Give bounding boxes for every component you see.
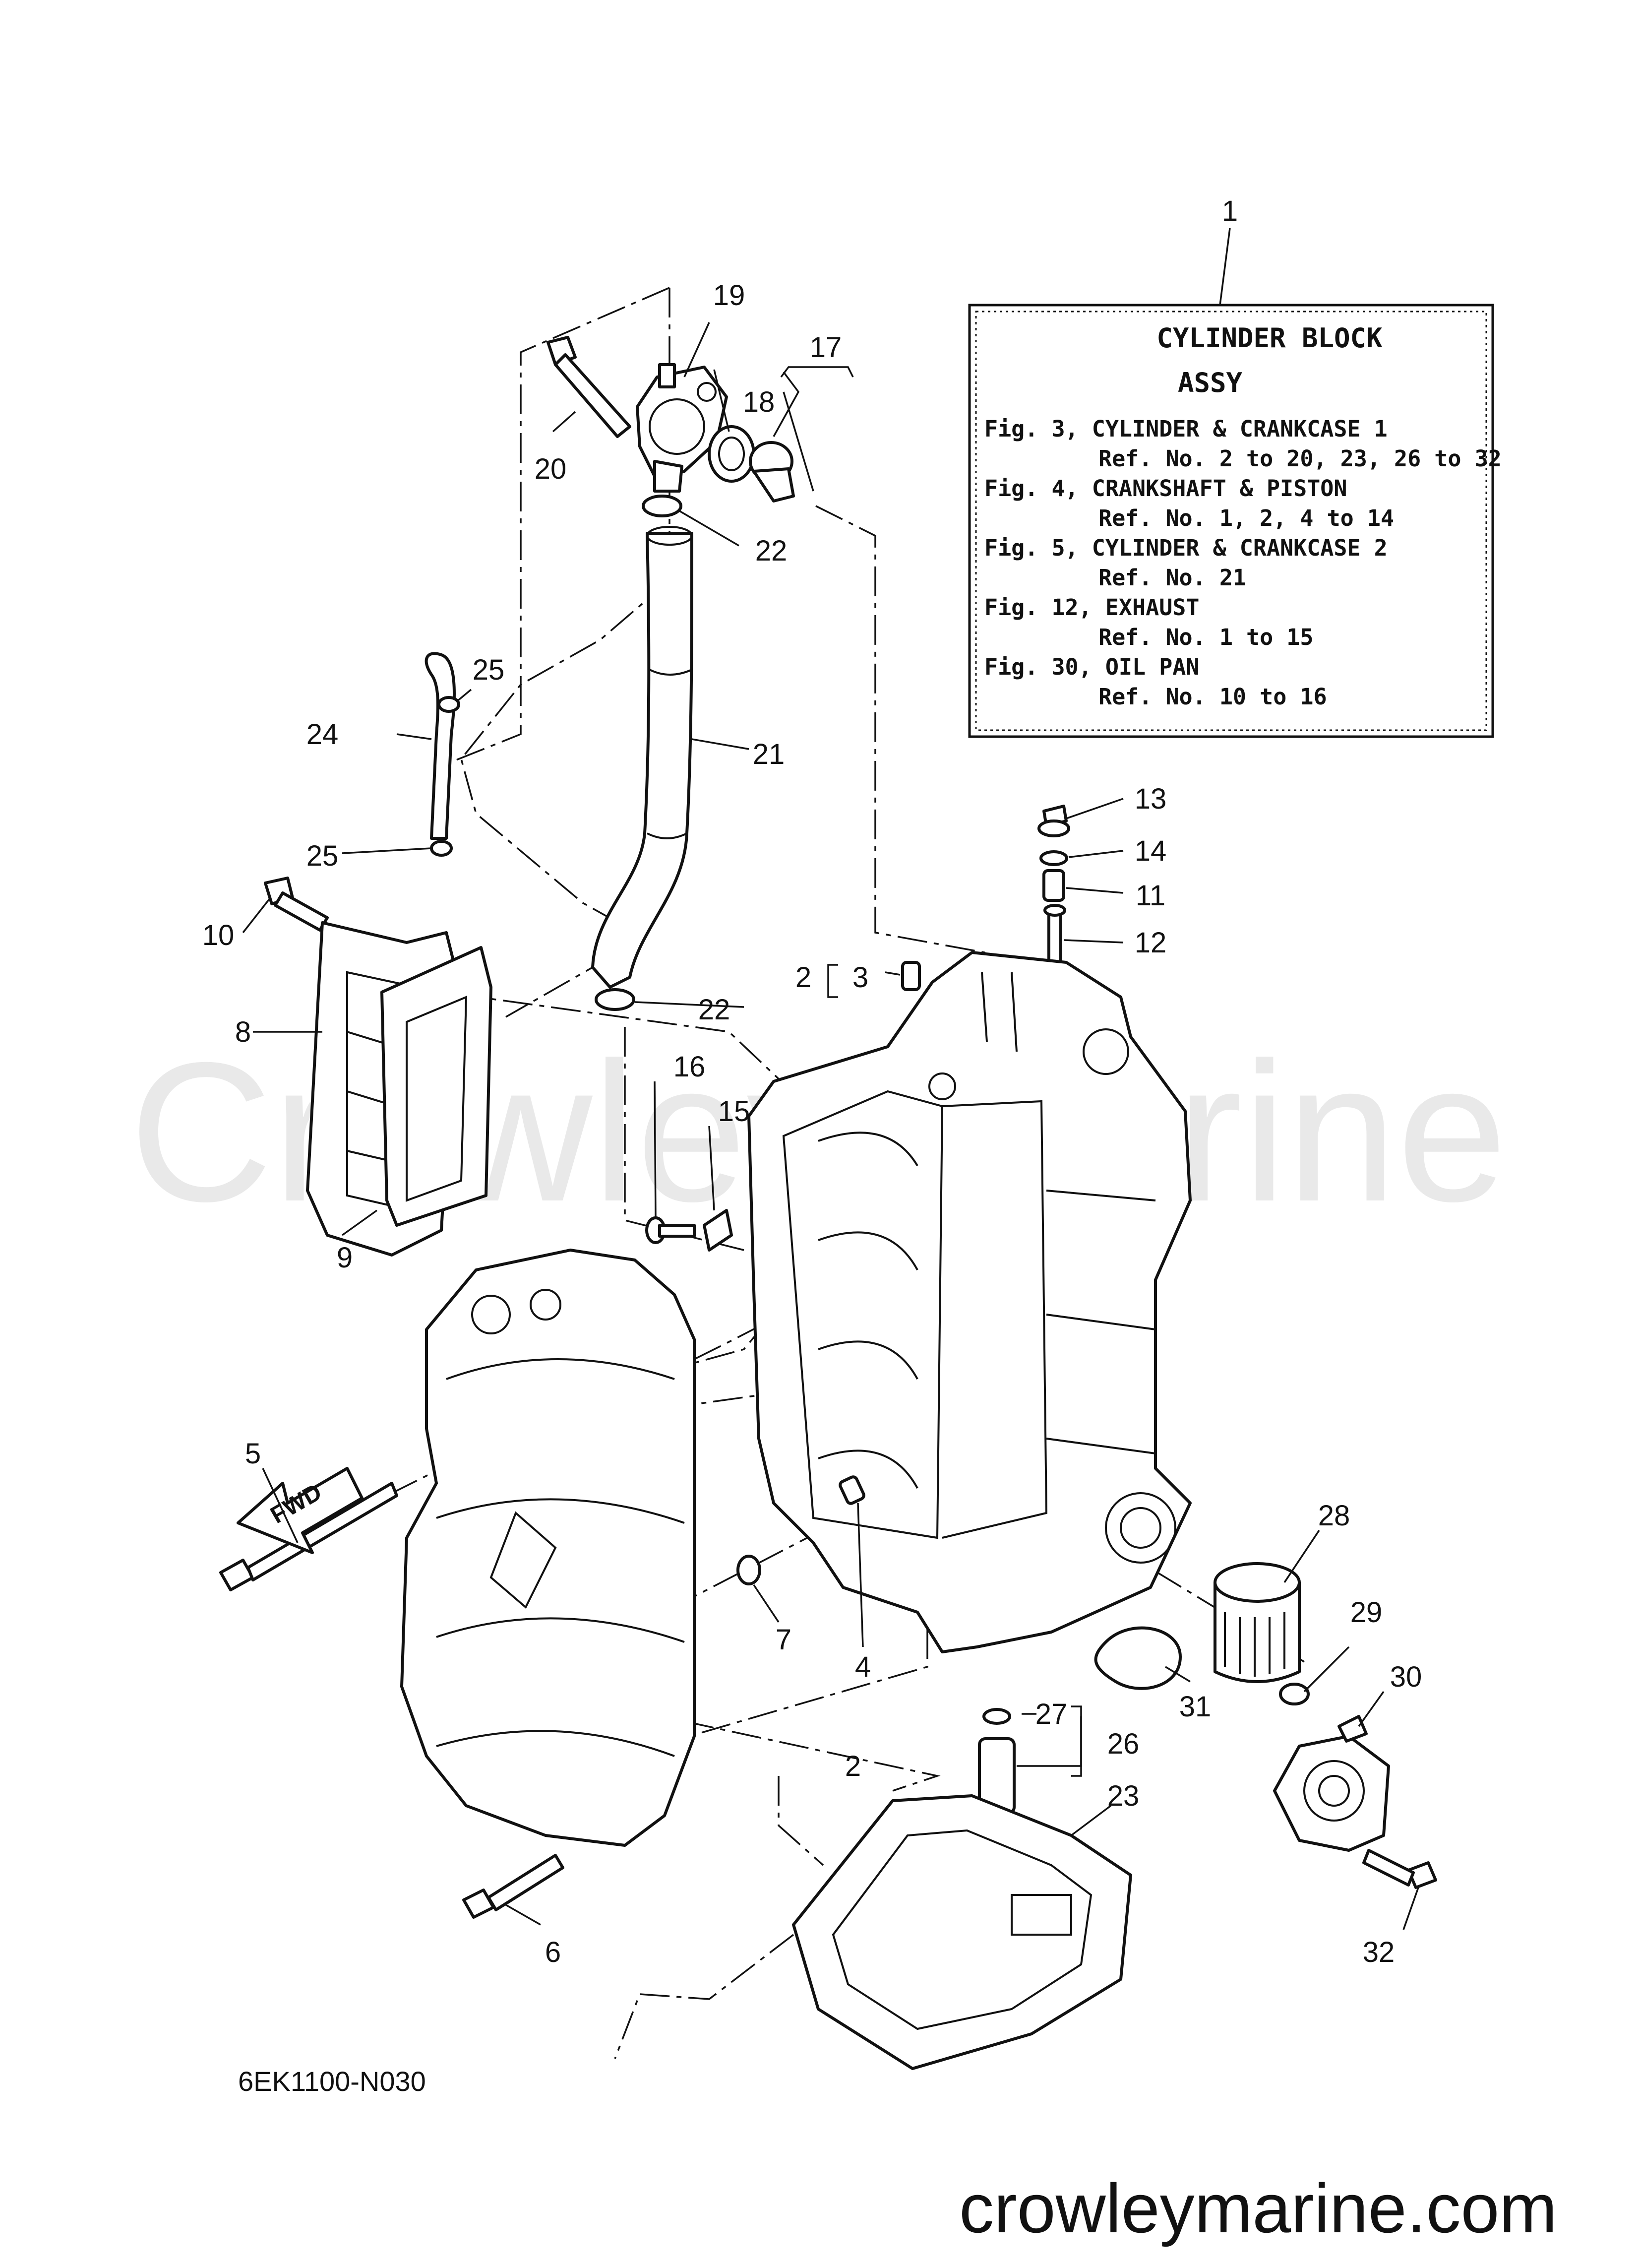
callout-1: 1 bbox=[1222, 195, 1238, 227]
clamp-22-top bbox=[642, 495, 682, 517]
legend-subtitle: ASSY bbox=[1178, 367, 1243, 398]
callout-9: 9 bbox=[337, 1242, 353, 1274]
oil-pan-gasket-23 bbox=[792, 1794, 1132, 2070]
o-ring-7 bbox=[736, 1555, 761, 1585]
legend-line-9: Fig. 30, OIL PAN bbox=[984, 654, 1199, 680]
crankcase bbox=[400, 1249, 696, 1847]
gasket-31 bbox=[1094, 1626, 1182, 1690]
plug-13 bbox=[1037, 805, 1070, 837]
callout-7: 7 bbox=[776, 1624, 791, 1656]
callout-16: 16 bbox=[673, 1051, 706, 1083]
bolt-20 bbox=[547, 336, 631, 438]
legend-line-7: Fig. 12, EXHAUST bbox=[984, 594, 1199, 621]
callout-19: 19 bbox=[713, 279, 745, 312]
thermostat-17 bbox=[749, 441, 795, 503]
callout-13: 13 bbox=[1135, 783, 1167, 815]
callouts: 1 19 17 18 20 22 25 24 21 25 10 8 9 13 1… bbox=[202, 195, 1422, 1968]
bolt-12 bbox=[1043, 904, 1066, 969]
dowel-4 bbox=[839, 1475, 865, 1505]
callout-30: 30 bbox=[1390, 1661, 1422, 1693]
callout-23: 23 bbox=[1107, 1780, 1140, 1812]
callout-2-bottom: 2 bbox=[845, 1750, 861, 1782]
screw-16 bbox=[645, 1216, 696, 1244]
callout-10: 10 bbox=[202, 919, 235, 951]
callout-25-bottom: 25 bbox=[306, 840, 339, 872]
bolt-32 bbox=[1362, 1849, 1437, 1889]
callout-14: 14 bbox=[1135, 835, 1167, 867]
callout-11: 11 bbox=[1136, 880, 1165, 912]
drawing-code: 6EK1100-N030 bbox=[238, 2066, 426, 2097]
bracket-26 bbox=[1071, 1705, 1082, 1777]
site-text: crowleymarine.com bbox=[959, 2169, 1557, 2247]
callout-6: 6 bbox=[545, 1936, 561, 1968]
filter-housing-30 bbox=[1273, 1715, 1390, 1852]
hose-24 bbox=[425, 652, 456, 840]
callout-12: 12 bbox=[1135, 927, 1167, 959]
callout-22-top: 22 bbox=[755, 535, 788, 567]
o-ring-27 bbox=[982, 1708, 1011, 1725]
callout-15: 15 bbox=[718, 1095, 750, 1128]
exhaust-gasket-9 bbox=[380, 946, 492, 1227]
union-29 bbox=[1279, 1683, 1310, 1705]
gasket-18 bbox=[708, 425, 755, 483]
callout-21: 21 bbox=[753, 738, 785, 770]
callout-31: 31 bbox=[1179, 1691, 1212, 1723]
callout-4: 4 bbox=[855, 1651, 871, 1683]
callout-26: 26 bbox=[1107, 1728, 1140, 1760]
legend-line-4: Ref. No. 1, 2, 4 to 14 bbox=[1098, 505, 1394, 531]
clip-25-bottom bbox=[430, 840, 453, 857]
anode-15 bbox=[703, 1209, 733, 1252]
callout-8: 8 bbox=[235, 1016, 251, 1048]
legend-title: CYLINDER BLOCK bbox=[1156, 322, 1383, 354]
fwd-arrow: FWD bbox=[237, 1467, 364, 1554]
callout-17: 17 bbox=[810, 331, 842, 364]
callout-22-bottom: 22 bbox=[698, 994, 730, 1026]
legend-line-2: Ref. No. 2 to 20, 23, 26 to 32 bbox=[1098, 445, 1502, 472]
legend-line-6: Ref. No. 21 bbox=[1098, 565, 1246, 591]
legend-box: CYLINDER BLOCK ASSY Fig. 3, CYLINDER & C… bbox=[968, 304, 1502, 738]
callout-3: 3 bbox=[852, 961, 868, 994]
callout-32: 32 bbox=[1363, 1936, 1395, 1968]
hose-21 bbox=[591, 532, 693, 989]
bracket-2 bbox=[827, 964, 838, 998]
clip-25-top bbox=[437, 696, 460, 713]
dowel-3 bbox=[901, 961, 921, 991]
legend-line-10: Ref. No. 10 to 16 bbox=[1098, 684, 1327, 710]
callout-29: 29 bbox=[1350, 1596, 1383, 1629]
oil-filter-28 bbox=[1214, 1562, 1301, 1683]
spacer-11 bbox=[1042, 869, 1065, 902]
callout-5: 5 bbox=[245, 1438, 261, 1470]
legend-line-1: Fig. 3, CYLINDER & CRANKCASE 1 bbox=[984, 416, 1388, 442]
legend-line-8: Ref. No. 1 to 15 bbox=[1098, 624, 1313, 650]
callout-25-top: 25 bbox=[473, 654, 505, 686]
cylinder-block bbox=[747, 951, 1192, 1653]
callout-27: 27 bbox=[1035, 1698, 1068, 1730]
callout-20: 20 bbox=[535, 453, 567, 485]
callout-24: 24 bbox=[306, 718, 339, 751]
clamp-22-bottom bbox=[595, 988, 635, 1011]
legend-line-5: Fig. 5, CYLINDER & CRANKCASE 2 bbox=[984, 535, 1388, 561]
callout-28: 28 bbox=[1318, 1500, 1350, 1532]
bracket-17 bbox=[780, 366, 854, 378]
bolt-6 bbox=[462, 1854, 564, 1919]
callout-18: 18 bbox=[743, 386, 775, 418]
o-ring-14 bbox=[1039, 850, 1068, 866]
callout-2-top: 2 bbox=[795, 961, 811, 994]
bolt-5 bbox=[219, 1482, 398, 1591]
legend-line-3: Fig. 4, CRANKSHAFT & PISTON bbox=[984, 475, 1347, 502]
thermostat-cover bbox=[636, 363, 728, 493]
bolt-10 bbox=[264, 877, 329, 932]
